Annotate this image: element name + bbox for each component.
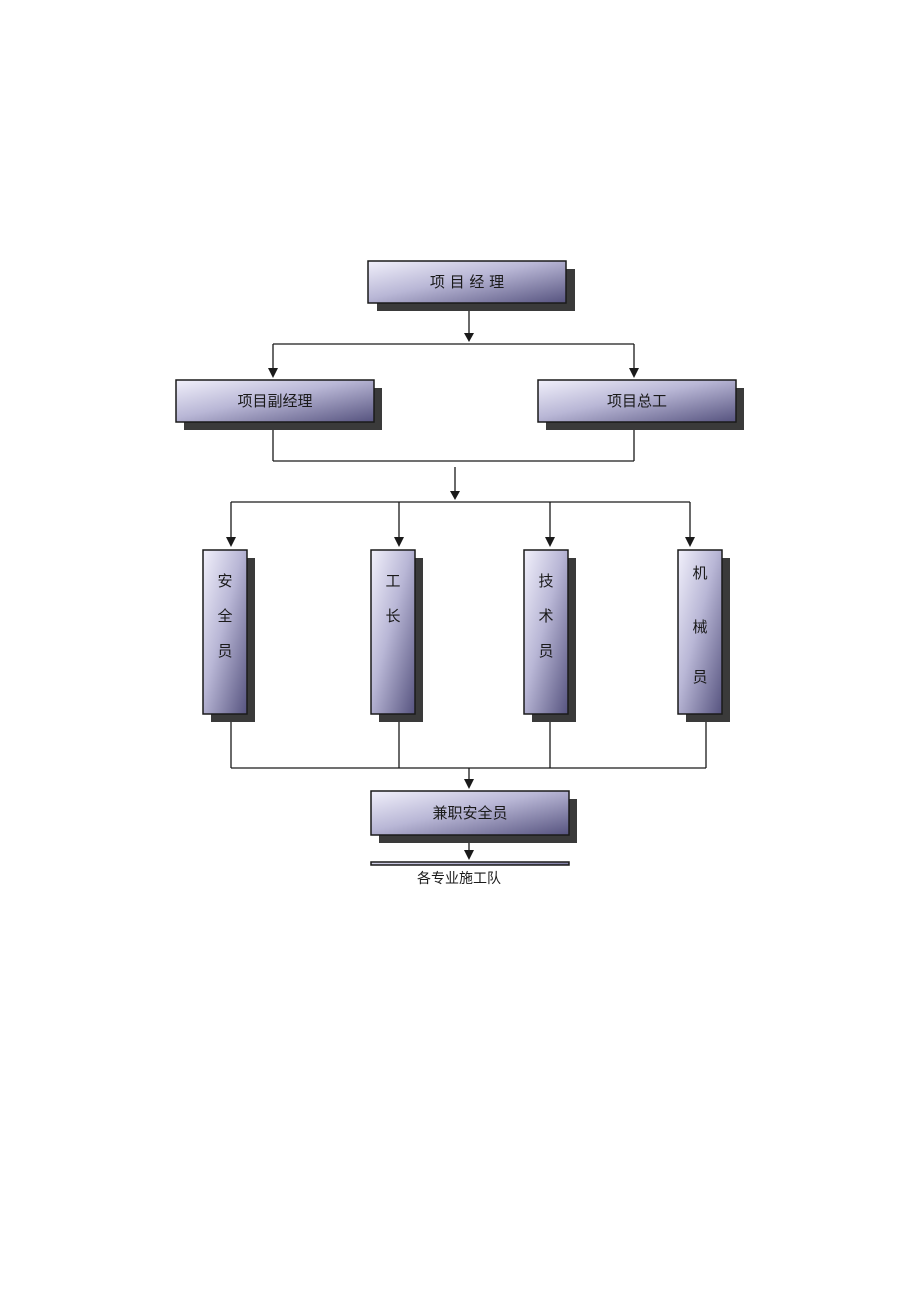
technician-char-3: 员 [538, 642, 553, 660]
node-deputy-manager: 项目副经理 [175, 379, 382, 430]
arrow-to-foreman [394, 537, 404, 547]
deputy-manager-label: 项目副经理 [237, 392, 312, 410]
safety-officer-char-3: 员 [217, 642, 232, 660]
arrow-to-technician [545, 537, 555, 547]
arrow-to-construction-teams [464, 850, 474, 860]
arrow-to-part-time-safety [464, 779, 474, 789]
connectors [230, 302, 707, 852]
node-chief-engineer: 项目总工 [537, 379, 744, 430]
arrow-to-mechanic [685, 537, 695, 547]
arrow-to-chief-engineer [629, 368, 639, 378]
node-safety-officer: 安 全 员 [202, 549, 255, 722]
node-project-manager: 项 目 经 理 [367, 260, 575, 311]
arrow-to-staff-row [450, 491, 460, 500]
safety-officer-char-1: 安 [217, 572, 232, 590]
mechanic-char-2: 械 [692, 618, 707, 636]
node-technician: 技 术 员 [523, 549, 576, 722]
project-manager-label: 项 目 经 理 [430, 273, 504, 291]
node-construction-teams: 各专业施工队 [370, 861, 570, 887]
arrowheads [226, 333, 695, 860]
foreman-char-1: 工 [385, 572, 400, 590]
construction-teams-label: 各专业施工队 [417, 871, 501, 887]
chief-engineer-label: 项目总工 [607, 392, 667, 410]
node-part-time-safety: 兼职安全员 [370, 790, 577, 843]
technician-char-1: 技 [538, 572, 553, 590]
arrow-to-deputy-manager [268, 368, 278, 378]
node-foreman: 工 长 [370, 549, 423, 722]
node-mechanic: 机 械 员 [677, 549, 730, 722]
arrow-to-safety-officer [226, 537, 236, 547]
arrow-from-manager [464, 333, 474, 342]
mechanic-char-3: 员 [692, 668, 707, 686]
technician-char-2: 术 [538, 607, 553, 625]
foreman-char-2: 长 [385, 607, 400, 625]
safety-officer-char-2: 全 [217, 607, 232, 625]
mechanic-char-1: 机 [692, 564, 707, 582]
part-time-safety-label: 兼职安全员 [432, 804, 507, 822]
